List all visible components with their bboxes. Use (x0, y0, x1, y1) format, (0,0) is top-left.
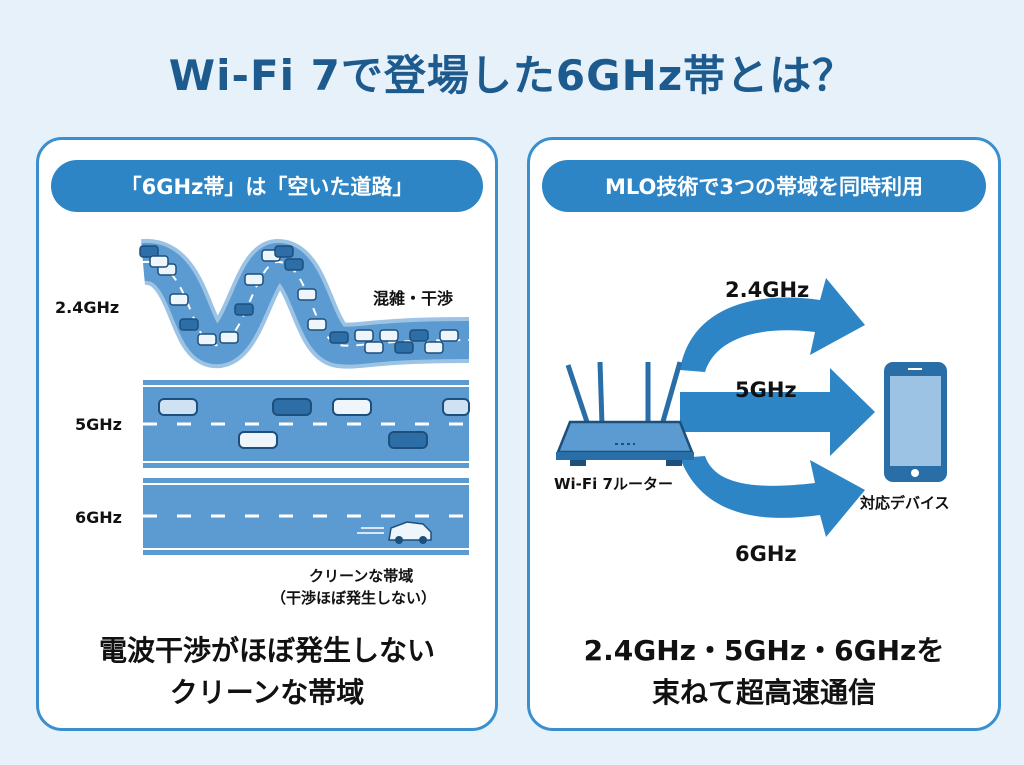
left-summary: 電波干渉がほぼ発生しない クリーンな帯域 (39, 630, 495, 714)
clean-band-sublabel: （干渉ほぼ発生しない） (271, 589, 437, 607)
car (439, 329, 459, 342)
cars-5ghz (158, 398, 470, 449)
car (139, 245, 159, 258)
road-illustration (139, 239, 470, 555)
arrow-2-4ghz (680, 278, 865, 372)
car (274, 245, 294, 258)
smartphone-icon (884, 362, 947, 482)
mlo-illustration (556, 278, 947, 537)
right-summary: 2.4GHz・5GHz・6GHzを 束ねて超高速通信 (530, 630, 998, 714)
car (354, 329, 374, 342)
band-label-5ghz: 5GHz (75, 415, 122, 434)
router-icon (556, 361, 694, 466)
car (409, 329, 429, 342)
left-summary-line2: クリーンな帯域 (169, 676, 365, 709)
sports-car-icon (357, 521, 432, 544)
arrow-5ghz (680, 368, 875, 456)
congestion-label: 混雑・干渉 (373, 289, 454, 308)
device-label: 対応デバイス (860, 494, 950, 512)
left-panel-6ghz-road: 「6GHz帯」は「空いた道路」 2.4GHz 5GHz 6GHz (36, 137, 498, 731)
car (169, 293, 189, 306)
clean-band-label: クリーンな帯域 (309, 567, 414, 585)
band-label-6ghz: 6GHz (75, 508, 122, 527)
car (364, 341, 384, 354)
car (424, 341, 444, 354)
car (297, 288, 317, 301)
right-panel-header: MLO技術で3つの帯域を同時利用 (542, 160, 986, 212)
car (379, 329, 399, 342)
car (284, 258, 304, 271)
car (329, 331, 349, 344)
car (149, 255, 169, 268)
car (219, 331, 239, 344)
car (394, 341, 414, 354)
band-label-2-4ghz: 2.4GHz (55, 298, 120, 317)
traffic-jam-cars (139, 245, 459, 354)
left-panel-header: 「6GHz帯」は「空いた道路」 (51, 160, 483, 212)
car (234, 303, 254, 316)
car (244, 273, 264, 286)
left-summary-line1: 電波干渉がほぼ発生しない (98, 634, 435, 667)
car (179, 318, 199, 331)
right-panel-mlo: MLO技術で3つの帯域を同時利用 2.4GHz 5GHz 6GHz Wi-Fi … (527, 137, 1001, 731)
arrow-label-6ghz: 6GHz (735, 542, 797, 566)
right-summary-line1: 2.4GHz・5GHz・6GHzを (583, 634, 945, 667)
right-summary-line2: 束ねて超高速通信 (651, 676, 876, 709)
car (197, 333, 217, 346)
car (307, 318, 327, 331)
arrow-label-5ghz: 5GHz (735, 378, 797, 402)
router-label: Wi-Fi 7ルーター (554, 475, 673, 493)
arrow-6ghz (680, 456, 865, 537)
arrow-label-2-4ghz: 2.4GHz (725, 278, 810, 302)
page-title: Wi-Fi 7で登場した6GHz帯とは？ (168, 51, 856, 100)
